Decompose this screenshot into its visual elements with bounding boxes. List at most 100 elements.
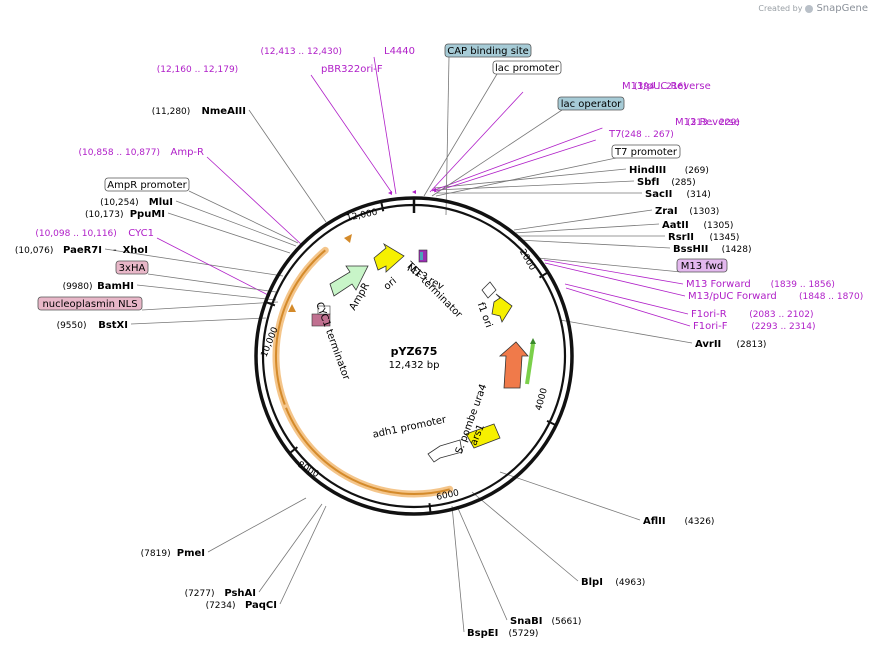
enzyme-aflii: AflII xyxy=(643,516,666,527)
arc-arrow-icon xyxy=(288,304,296,312)
primer-arrow-icon xyxy=(432,188,436,192)
leader-line xyxy=(188,190,299,244)
enzyme-pmei: PmeI xyxy=(177,548,205,559)
enzyme-bstxi-position: (9550) xyxy=(57,321,87,331)
enzyme-avrii: AvrII xyxy=(695,339,721,350)
ars1-box xyxy=(465,423,501,449)
enzyme-sbfi-position: (285) xyxy=(671,178,695,188)
primer-leader xyxy=(206,156,303,246)
enzyme-pshai: PshAI xyxy=(224,588,256,599)
leader-line xyxy=(451,505,465,633)
feature-box-frame xyxy=(492,60,562,75)
lower-region-arc-core xyxy=(285,407,450,495)
primer-m13-puc-forward: M13/pUC Forward xyxy=(688,291,777,302)
map-labels: HindIII(269)SbfI(285)SacII(314)ZraI(1303… xyxy=(15,43,863,639)
primer-m13-reverse: M13 Reverse xyxy=(675,117,740,128)
leader-line xyxy=(423,73,498,197)
primer-leader xyxy=(564,283,689,315)
enzyme-nmeaiii-position: (11,280) xyxy=(152,107,191,117)
leader-line xyxy=(141,301,279,311)
leader-line xyxy=(559,319,693,344)
enzyme-aflii-position: (4326) xyxy=(685,517,715,527)
amp-region-arc xyxy=(272,246,329,412)
leader-line xyxy=(513,209,653,231)
leader-line xyxy=(537,257,682,273)
arc-arrow-icon xyxy=(344,234,352,243)
snapgene-logo-icon xyxy=(805,4,814,13)
leader-line xyxy=(175,200,297,247)
enzyme-mlui: MluI xyxy=(149,197,173,208)
leader-line xyxy=(513,223,660,234)
leader-line xyxy=(471,491,579,582)
feature-box-frame xyxy=(37,296,143,311)
primer-t7-position: (248 .. 267) xyxy=(621,130,674,140)
primer-pbr322ori-f-position: (12,160 .. 12,179) xyxy=(157,65,238,75)
primer-leader xyxy=(431,127,603,192)
feature-box-m13-fwd: M13 fwd xyxy=(676,258,728,273)
xhoi-separator: - xyxy=(113,245,117,256)
leader-line xyxy=(433,168,627,189)
primer-m13-puc-forward-position: (1848 .. 1870) xyxy=(799,292,863,302)
feature-box-ampr-promoter: AmpR promoter xyxy=(104,177,190,192)
promoter-marker-inner xyxy=(420,252,423,260)
enzyme-hindiii: HindIII xyxy=(629,165,666,176)
enzyme-snabi: SnaBI xyxy=(510,616,542,627)
leader-line xyxy=(435,157,617,197)
credit-text: Created by xyxy=(758,4,803,13)
tick-mark xyxy=(288,446,298,455)
enzyme-sacii: SacII xyxy=(645,189,672,200)
tick-mark xyxy=(265,301,276,307)
enzyme-avrii-position: (2813) xyxy=(737,340,767,350)
enzyme-bsshii: BssHII xyxy=(673,244,708,255)
feature-box-3xha: 3xHA xyxy=(115,260,149,275)
enzyme-sbfi: SbfI xyxy=(637,177,659,188)
enzyme-aatii: AatII xyxy=(662,220,689,231)
enzyme-bamhi: BamHI xyxy=(97,281,134,292)
primer-m13-forward-position: (1839 .. 1856) xyxy=(771,280,835,290)
enzyme-mlui-position: (10,254) xyxy=(100,198,139,208)
tick-label: 6000 xyxy=(436,488,461,503)
green-feature-arrow-icon xyxy=(530,338,536,344)
leader-line xyxy=(104,248,284,277)
feature-box-cap-binding-site: CAP binding site xyxy=(444,43,532,58)
feature-box-lac-promoter: lac promoter xyxy=(492,60,562,75)
enzyme-ppumi-position: (10,173) xyxy=(85,210,124,220)
enzyme-aatii-position: (1305) xyxy=(704,221,734,231)
cyc1-marker xyxy=(317,305,331,315)
label-ori: ori xyxy=(382,276,399,293)
leader-line xyxy=(248,109,327,223)
label-adh1-promoter: adh1 promoter xyxy=(372,414,448,440)
outer-feature-arcs xyxy=(272,188,454,498)
feature-box-frame xyxy=(104,177,190,192)
primer-t7: T7 xyxy=(608,129,621,140)
label-ampr: AmpR xyxy=(348,281,372,312)
label-tef-terminator: TEF terminator xyxy=(403,259,465,321)
ampr-arrow xyxy=(329,265,369,297)
leader-line xyxy=(258,503,323,593)
primer-arrow-icon xyxy=(412,190,416,194)
snapgene-credit: Created by SnapGene xyxy=(758,3,868,14)
feature-box-label: lac operator xyxy=(561,99,622,110)
enzyme-blpi-position: (4963) xyxy=(615,578,645,588)
adh1-promoter-arrow xyxy=(427,439,463,463)
amp-region-arc-core xyxy=(275,249,326,409)
feature-box-t7-promoter: T7 promoter xyxy=(611,144,681,159)
tef-terminator-arrow xyxy=(481,281,497,299)
enzyme-bstxi: BstXI xyxy=(98,320,128,331)
feature-box-frame xyxy=(557,96,625,111)
feature-box-frame xyxy=(611,144,681,159)
label-cyc1-terminator: CYC1 terminator xyxy=(313,301,352,383)
tick-mark xyxy=(546,419,557,427)
primer-amp-r-position: (10,858 .. 10,877) xyxy=(79,148,160,158)
feature-box-frame xyxy=(676,258,728,273)
feature-box-label: AmpR promoter xyxy=(107,180,187,191)
enzyme-bamhi-position: (9980) xyxy=(63,282,93,292)
primer-cyc1: CYC1 xyxy=(128,228,154,239)
ori-arrow xyxy=(373,242,405,273)
enzyme-ppumi: PpuMI xyxy=(130,209,165,220)
primer-m13-puc-reverse: M13/pUC Reverse xyxy=(622,81,711,92)
tick-label: 4000 xyxy=(534,387,550,412)
enzyme-blpi: BlpI xyxy=(581,577,603,588)
primer-leader xyxy=(565,287,691,327)
enzyme-snabi-position: (5661) xyxy=(552,617,582,627)
